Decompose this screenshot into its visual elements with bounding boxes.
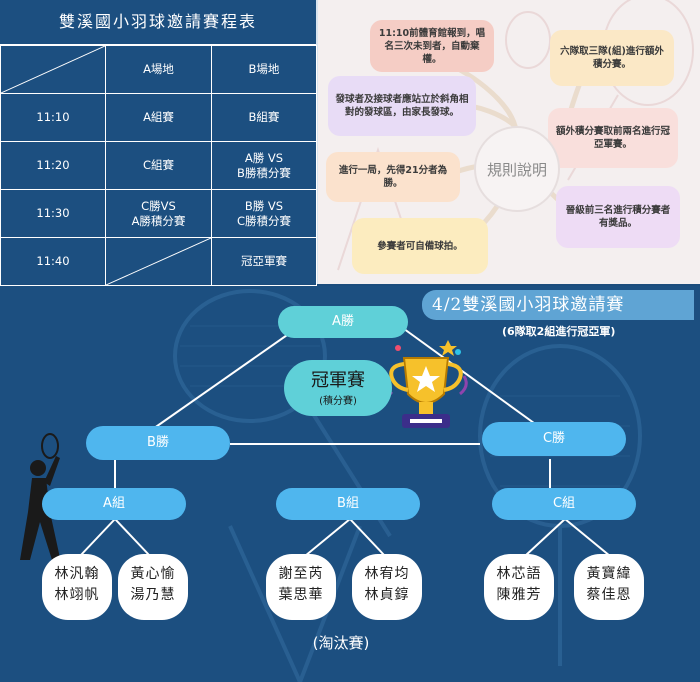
schedule-court-b: B勝 VS C勝積分賽 bbox=[211, 189, 317, 238]
champion-label: 冠軍賽 bbox=[311, 370, 365, 391]
bracket-background bbox=[20, 289, 642, 682]
schedule-court-b: 冠亞軍賽 bbox=[211, 237, 317, 286]
header-court-a: A場地 bbox=[105, 45, 212, 94]
team-box: 黃寶緯 蔡佳恩 bbox=[574, 554, 644, 620]
player-name: 蔡佳恩 bbox=[586, 587, 632, 603]
header-court-b: B場地 bbox=[211, 45, 317, 94]
group-pill: B組 bbox=[276, 488, 420, 520]
schedule-court-b: A勝 VS B勝積分賽 bbox=[211, 141, 317, 190]
rule-note: 11:10前體育館報到，唱名三次未到者，自動棄權。 bbox=[370, 20, 494, 72]
schedule-row: 11:20 C組賽 A勝 VS B勝積分賽 bbox=[0, 141, 317, 190]
rule-note: 參賽者可自備球拍。 bbox=[352, 218, 488, 274]
team-box: 林宥均 林貞錞 bbox=[352, 554, 422, 620]
schedule-row: 11:30 C勝VS A勝積分賽 B勝 VS C勝積分賽 bbox=[0, 189, 317, 238]
team-box: 謝至芮 葉思華 bbox=[266, 554, 336, 620]
group-b-winner-pill: B勝 bbox=[86, 426, 230, 460]
team-box: 林汎翰 林翊帆 bbox=[42, 554, 112, 620]
trophy-icon bbox=[384, 340, 468, 428]
bracket-panel: 4/2雙溪國小羽球邀請賽 (6隊取2組進行冠亞軍) A勝 冠軍賽 (積分賽) B… bbox=[0, 286, 700, 682]
rule-note: 額外積分賽取前兩名進行冠亞軍賽。 bbox=[548, 108, 678, 168]
player-name: 陳雅芳 bbox=[496, 587, 542, 603]
player-name: 林貞錞 bbox=[364, 587, 410, 603]
schedule-panel: 雙溪國小羽球邀請賽程表 A場地 B場地 11:10 A組賽 B組賽 11:20 … bbox=[0, 0, 318, 286]
bracket-title-text: 4/2雙溪國小羽球邀請賽 bbox=[432, 295, 625, 315]
player-name: 湯乃慧 bbox=[130, 587, 176, 603]
schedule-row: 11:10 A組賽 B組賽 bbox=[0, 93, 317, 142]
schedule-court-a: C勝VS A勝積分賽 bbox=[105, 189, 212, 238]
rules-panel: 11:10前體育館報到，唱名三次未到者，自動棄權。 六隊取三隊(組)進行額外積分… bbox=[318, 0, 700, 284]
schedule-row: 11:40 冠亞軍賽 bbox=[0, 237, 317, 286]
player-name: 林翊帆 bbox=[54, 587, 100, 603]
player-name: 葉思華 bbox=[278, 587, 324, 603]
player-name: 謝至芮 bbox=[278, 566, 324, 582]
bracket-footer: (淘汰賽) bbox=[312, 634, 370, 652]
rules-center-node: 規則說明 bbox=[474, 126, 560, 212]
schedule-corner-cell bbox=[0, 45, 106, 94]
rule-note: 晉級前三名進行積分賽者有獎品。 bbox=[556, 186, 680, 248]
rule-note: 六隊取三隊(組)進行額外積分賽。 bbox=[550, 30, 674, 86]
bracket-subtitle: (6隊取2組進行冠亞軍) bbox=[502, 325, 616, 338]
champion-note: (積分賽) bbox=[319, 396, 357, 407]
schedule-time: 11:40 bbox=[0, 237, 106, 286]
player-name: 黃寶緯 bbox=[586, 566, 632, 582]
group-c-winner-pill: C勝 bbox=[482, 422, 626, 456]
player-name: 林芯語 bbox=[496, 566, 542, 582]
schedule-court-a: C組賽 bbox=[105, 141, 212, 190]
schedule-time: 11:10 bbox=[0, 93, 106, 142]
schedule-table: A場地 B場地 11:10 A組賽 B組賽 11:20 C組賽 A勝 VS B勝… bbox=[0, 45, 317, 286]
schedule-court-b: B組賽 bbox=[211, 93, 317, 142]
group-pill: A組 bbox=[42, 488, 186, 520]
champion-box bbox=[284, 360, 392, 416]
schedule-header-row: A場地 B場地 bbox=[0, 45, 317, 94]
player-name: 林宥均 bbox=[364, 566, 410, 582]
team-box: 黃心愉 湯乃慧 bbox=[118, 554, 188, 620]
schedule-time: 11:20 bbox=[0, 141, 106, 190]
schedule-empty-cell bbox=[105, 237, 212, 286]
schedule-title: 雙溪國小羽球邀請賽程表 bbox=[0, 0, 316, 45]
rule-note: 進行一局，先得21分者為勝。 bbox=[326, 152, 460, 202]
schedule-court-a: A組賽 bbox=[105, 93, 212, 142]
schedule-time: 11:30 bbox=[0, 189, 106, 238]
final-winner-pill: A勝 bbox=[278, 306, 408, 338]
team-box: 林芯語 陳雅芳 bbox=[484, 554, 554, 620]
bracket-title bbox=[422, 290, 694, 320]
group-pill: C組 bbox=[492, 488, 636, 520]
player-name: 黃心愉 bbox=[130, 566, 176, 582]
player-name: 林汎翰 bbox=[54, 566, 100, 582]
player-silhouette bbox=[20, 433, 60, 560]
rule-note: 發球者及接球者應站立於斜角相對的發球區，由家長發球。 bbox=[328, 76, 476, 136]
